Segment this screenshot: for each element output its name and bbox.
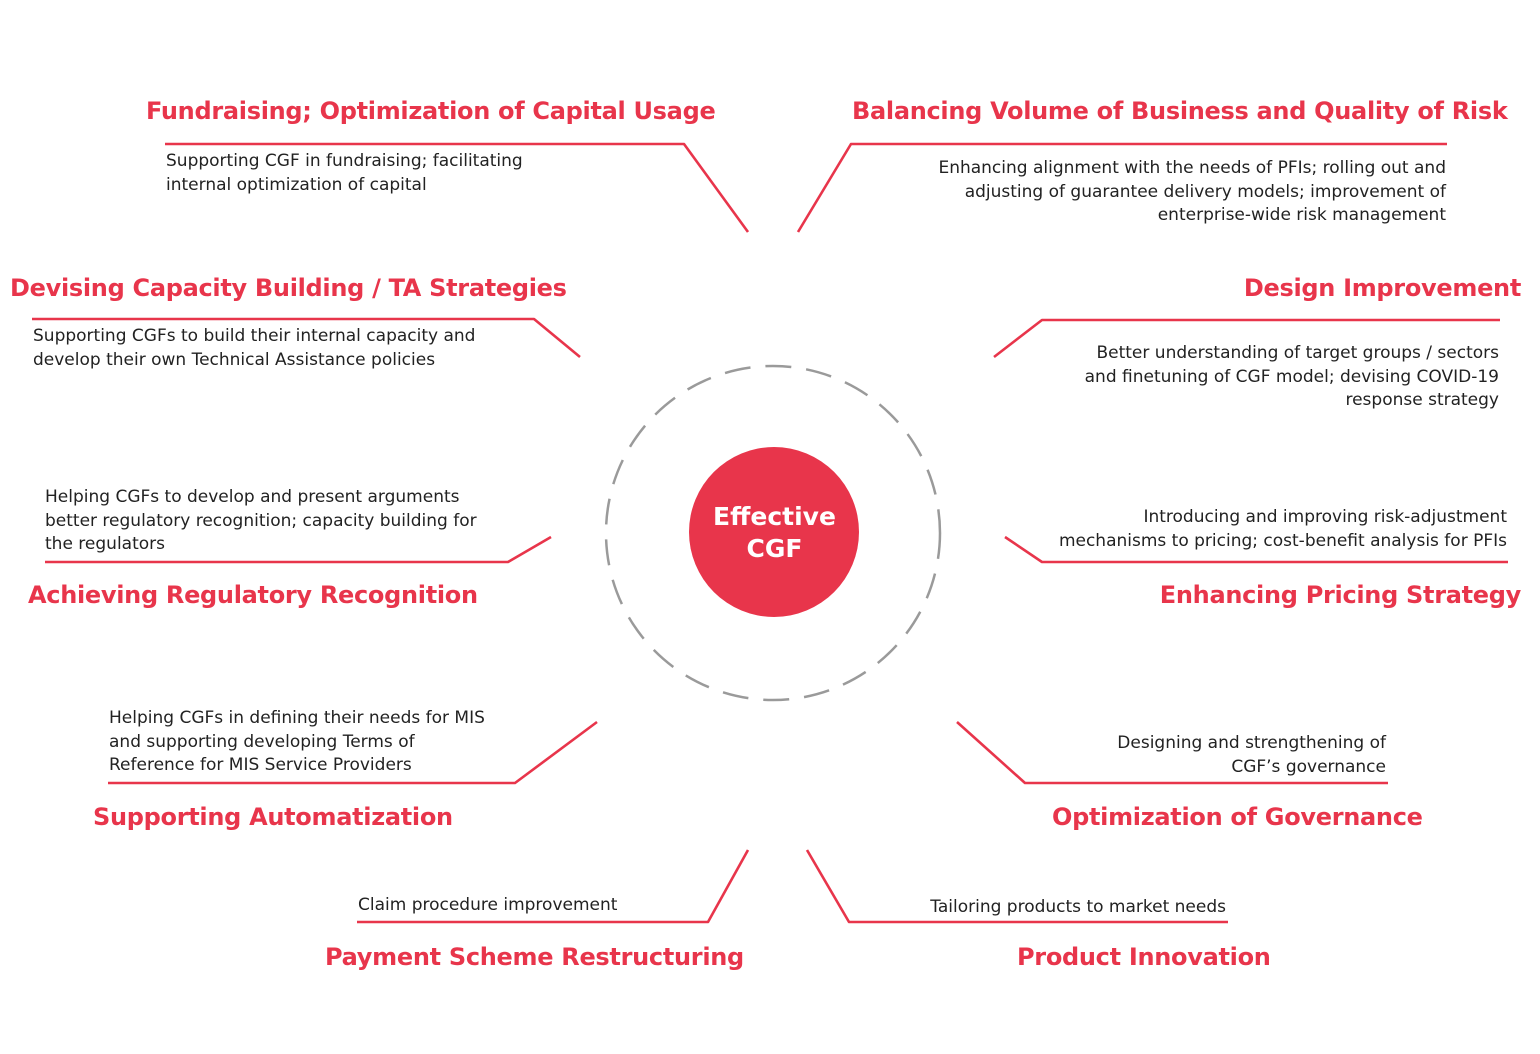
connector-governance xyxy=(956,721,1388,785)
node-description-balancing: Enhancing alignment with the needs of PF… xyxy=(938,158,1446,225)
connector-design xyxy=(993,318,1500,359)
node-description-product: Tailoring products to market needs xyxy=(930,897,1226,917)
connector-capacity xyxy=(32,317,581,359)
node-title-fundraising: Fundraising; Optimization of Capital Usa… xyxy=(146,97,716,125)
node-title-capacity: Devising Capacity Building / TA Strategi… xyxy=(10,274,567,302)
center-circle xyxy=(689,447,859,617)
node-title-regulatory: Achieving Regulatory Recognition xyxy=(28,581,478,609)
connector-payment xyxy=(357,849,750,924)
node-description-design: Better understanding of target groups / … xyxy=(1084,343,1499,410)
node-description-automatization: Helping CGFs in defining their needs for… xyxy=(109,708,485,775)
node-title-design: Design Improvement xyxy=(1243,274,1521,302)
center-label: Effective CGF xyxy=(713,501,836,563)
connector-balancing xyxy=(796,142,1447,233)
connector-fundraising xyxy=(165,142,750,233)
node-description-regulatory: Helping CGFs to develop and present argu… xyxy=(45,487,477,554)
outer-dashed-ring xyxy=(604,364,942,702)
node-description-payment: Claim procedure improvement xyxy=(358,895,618,915)
node-description-governance: Designing and strengthening of CGF’s gov… xyxy=(1117,733,1386,777)
connector-pricing xyxy=(1004,535,1508,564)
node-description-fundraising: Supporting CGF in fundraising; facilitat… xyxy=(166,151,523,195)
connector-automatization xyxy=(108,720,598,785)
node-title-payment: Payment Scheme Restructuring xyxy=(325,943,744,971)
node-title-automatization: Supporting Automatization xyxy=(93,803,453,831)
node-description-pricing: Introducing and improving risk-adjustmen… xyxy=(1058,507,1507,551)
node-title-governance: Optimization of Governance xyxy=(1052,803,1423,831)
node-title-product: Product Innovation xyxy=(1017,943,1271,971)
node-title-balancing: Balancing Volume of Business and Quality… xyxy=(852,97,1508,125)
node-title-pricing: Enhancing Pricing Strategy xyxy=(1159,581,1522,609)
connector-regulatory xyxy=(45,535,552,564)
node-description-capacity: Supporting CGFs to build their internal … xyxy=(33,326,476,370)
connector-product xyxy=(805,849,1228,924)
